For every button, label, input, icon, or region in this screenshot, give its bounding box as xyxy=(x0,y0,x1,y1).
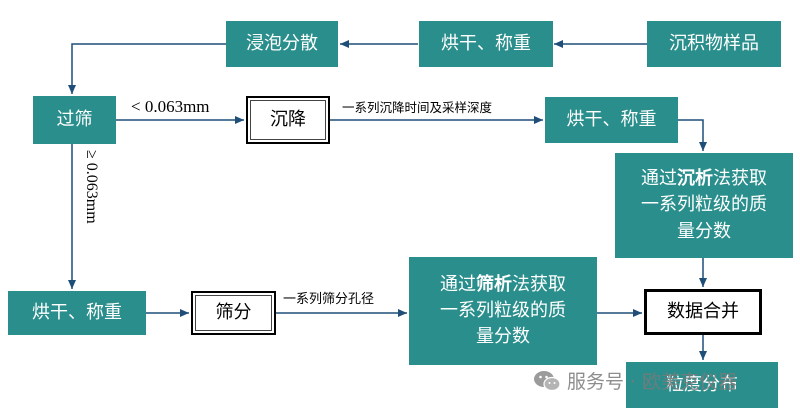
sed-method-post: 法获取 xyxy=(713,168,767,190)
label-settle-note: 一系列沉降时间及采样深度 xyxy=(342,100,493,115)
node-sample: 沉积物样品 xyxy=(647,21,781,67)
node-merge: 数据合并 xyxy=(644,289,762,335)
label-fine-fraction: < 0.063mm xyxy=(131,97,210,116)
sieve-method-keyword: 筛析 xyxy=(476,273,512,295)
node-sieving: 筛分 xyxy=(191,291,276,335)
node-grain-distribution: 粒度分布 xyxy=(626,362,778,408)
watermark-text: 服务号 · 欧美克仪器 xyxy=(567,371,738,393)
arrow-dry-to-sedmethod xyxy=(678,119,707,151)
node-dry-weigh-top: 烘干、称重 xyxy=(419,21,553,67)
node-sedimentation-method: 通过沉析法获取 一系列粒级的质 量分数 xyxy=(615,153,793,258)
sed-method-keyword: 沉析 xyxy=(677,168,713,190)
wechat-icon xyxy=(534,370,561,391)
sed-method-pre: 通过 xyxy=(641,168,677,190)
sed-method-line3: 量分数 xyxy=(677,220,731,242)
sed-method-line2: 一系列粒级的质 xyxy=(641,194,767,216)
node-dry-weigh-bottom: 烘干、称重 xyxy=(8,291,146,335)
node-dry-weigh-mid: 烘干、称重 xyxy=(545,97,678,143)
sieve-method-pre: 通过 xyxy=(440,273,476,295)
node-sieve: 过筛 xyxy=(33,96,116,144)
label-coarse-fraction: ≥ 0.063mm xyxy=(83,150,100,224)
arrow-soak-to-sieve xyxy=(68,43,226,94)
watermark: 服务号 · 欧美克仪器 xyxy=(533,367,737,394)
sieve-method-line3: 量分数 xyxy=(476,326,530,348)
label-sieve-note: 一系列筛分孔径 xyxy=(283,292,375,307)
node-settle: 沉降 xyxy=(246,96,330,144)
sieve-method-line2: 一系列粒级的质 xyxy=(440,299,566,321)
sieve-method-post: 法获取 xyxy=(512,273,566,295)
node-soak: 浸泡分散 xyxy=(226,21,338,67)
node-sieve-method: 通过筛析法获取 一系列粒级的质 量分数 xyxy=(409,257,597,365)
